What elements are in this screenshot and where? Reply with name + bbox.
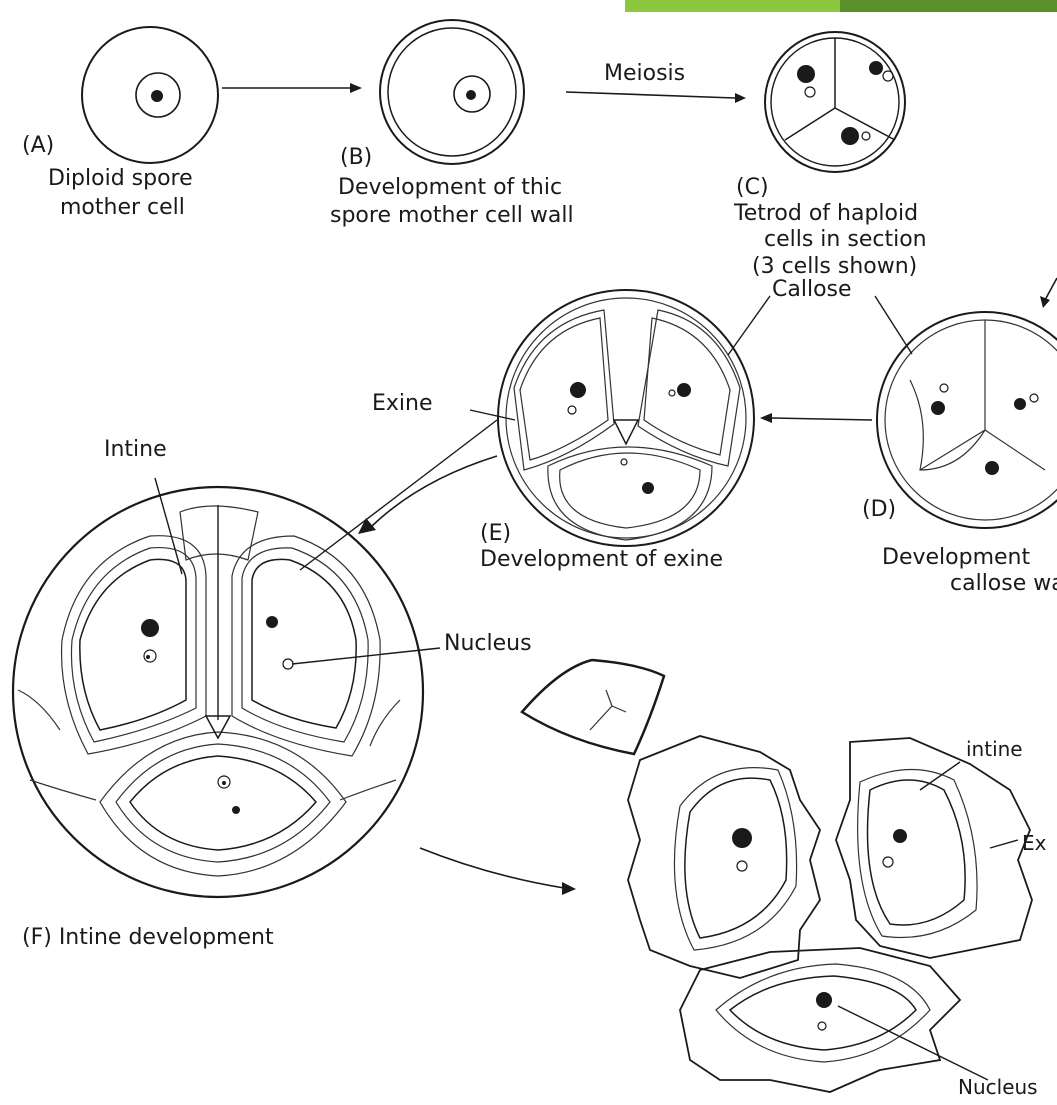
cell-c <box>765 32 905 172</box>
arrow-a-b <box>350 83 362 93</box>
label-a-tag: (A) <box>22 133 54 158</box>
label-intine-right: intine <box>966 737 1023 761</box>
label-f: (F) Intine development <box>22 925 274 950</box>
label-b-tag: (B) <box>340 145 372 170</box>
cell-a <box>82 27 218 163</box>
wall-fragment <box>522 660 664 754</box>
label-nucleus-mid: Nucleus <box>444 631 532 656</box>
label-d-tag: (D) <box>862 497 896 522</box>
cell-e <box>498 290 754 546</box>
label-intine-left: Intine <box>104 437 167 462</box>
cell-b <box>380 20 524 164</box>
cell-d <box>877 312 1057 528</box>
arrow-meiosis <box>735 93 746 103</box>
label-exine-right: Ex <box>1022 831 1047 855</box>
label-callose: Callose <box>772 277 852 302</box>
label-nucleus-bottom: Nucleus <box>958 1075 1038 1099</box>
label-b-line1: Development of thic <box>338 175 562 200</box>
label-e-line1: Development of exine <box>480 547 723 572</box>
label-meiosis: Meiosis <box>604 61 685 86</box>
label-b-line2: spore mother cell wall <box>330 203 574 228</box>
label-c-line2: cells in section <box>764 227 927 252</box>
arrow-c-d <box>1040 296 1050 308</box>
label-e-tag: (E) <box>480 521 511 546</box>
arrow-e-f <box>358 518 376 534</box>
label-a-line1: Diploid spore <box>48 166 193 191</box>
label-exine-top: Exine <box>372 391 433 416</box>
arrow-d-e <box>760 413 772 423</box>
label-d-line2: callose wa <box>950 571 1057 596</box>
arrow-f-g <box>562 882 576 895</box>
label-c-tag: (C) <box>736 175 769 200</box>
label-a-line2: mother cell <box>60 195 185 220</box>
label-c-line3: (3 cells shown) <box>752 254 917 279</box>
label-d-line1: Development <box>882 545 1030 570</box>
accent-bar-dark <box>840 0 1057 12</box>
accent-bar-light <box>625 0 840 12</box>
cell-g <box>628 736 1032 1092</box>
cell-f <box>13 487 423 897</box>
label-c-line1: Tetrod of haploid <box>733 201 918 226</box>
